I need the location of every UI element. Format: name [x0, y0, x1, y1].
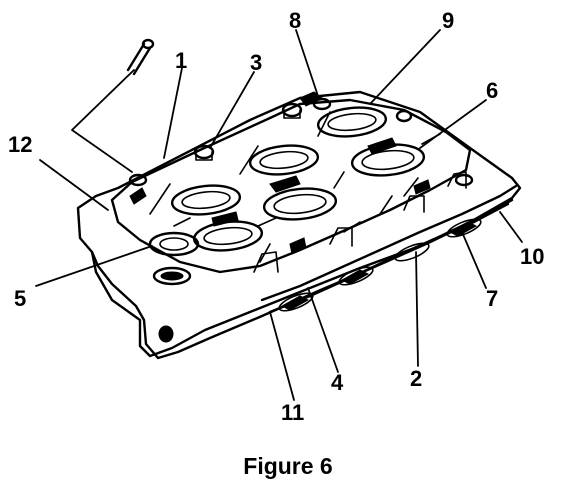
leader-7: [461, 231, 487, 289]
intake-manifold-drawing: [76, 38, 522, 360]
callout-6: 6: [486, 78, 498, 103]
callout-4: 4: [331, 370, 344, 395]
bolt-hole: [158, 325, 174, 343]
side-lugs: [253, 171, 467, 273]
callout-3: 3: [250, 50, 262, 75]
leader-6: [419, 99, 487, 149]
flange-port: [278, 292, 314, 312]
plenum-body: [110, 98, 472, 274]
top-fasteners: [128, 97, 474, 187]
callout-10: 10: [520, 244, 544, 269]
flange-port: [394, 242, 430, 262]
leader-1: [163, 67, 183, 159]
flange-port: [446, 218, 482, 238]
leader-11: [269, 311, 295, 401]
callout-2: 2: [410, 366, 422, 391]
callout-7: 7: [486, 286, 498, 311]
stud-rod-tip: [141, 38, 155, 50]
callout-8: 8: [289, 8, 301, 33]
callout-labels: 1 2 3 4 5 6 7 8 9 10 11 12: [8, 8, 544, 425]
callout-9: 9: [442, 8, 454, 33]
leader-4: [307, 287, 339, 373]
flange-ports: [278, 218, 482, 312]
callout-11: 11: [281, 400, 304, 425]
leader-3: [209, 71, 255, 149]
stud-rod: [126, 42, 152, 76]
callout-5: 5: [14, 286, 26, 311]
manifold-base-plate: [76, 90, 522, 358]
leader-1b: [71, 69, 135, 173]
leader-10: [499, 211, 523, 243]
callout-1: 1: [175, 48, 187, 73]
flange-port: [338, 266, 374, 286]
leader-lines: [35, 29, 523, 401]
leader-2: [415, 251, 419, 367]
figure-caption: Figure 6: [243, 453, 332, 479]
leader-9: [369, 29, 441, 105]
leader-5: [35, 245, 153, 287]
callout-12: 12: [8, 132, 32, 157]
runner-ports-front: [170, 184, 338, 252]
leader-12: [39, 159, 109, 211]
leader-8: [295, 29, 319, 97]
